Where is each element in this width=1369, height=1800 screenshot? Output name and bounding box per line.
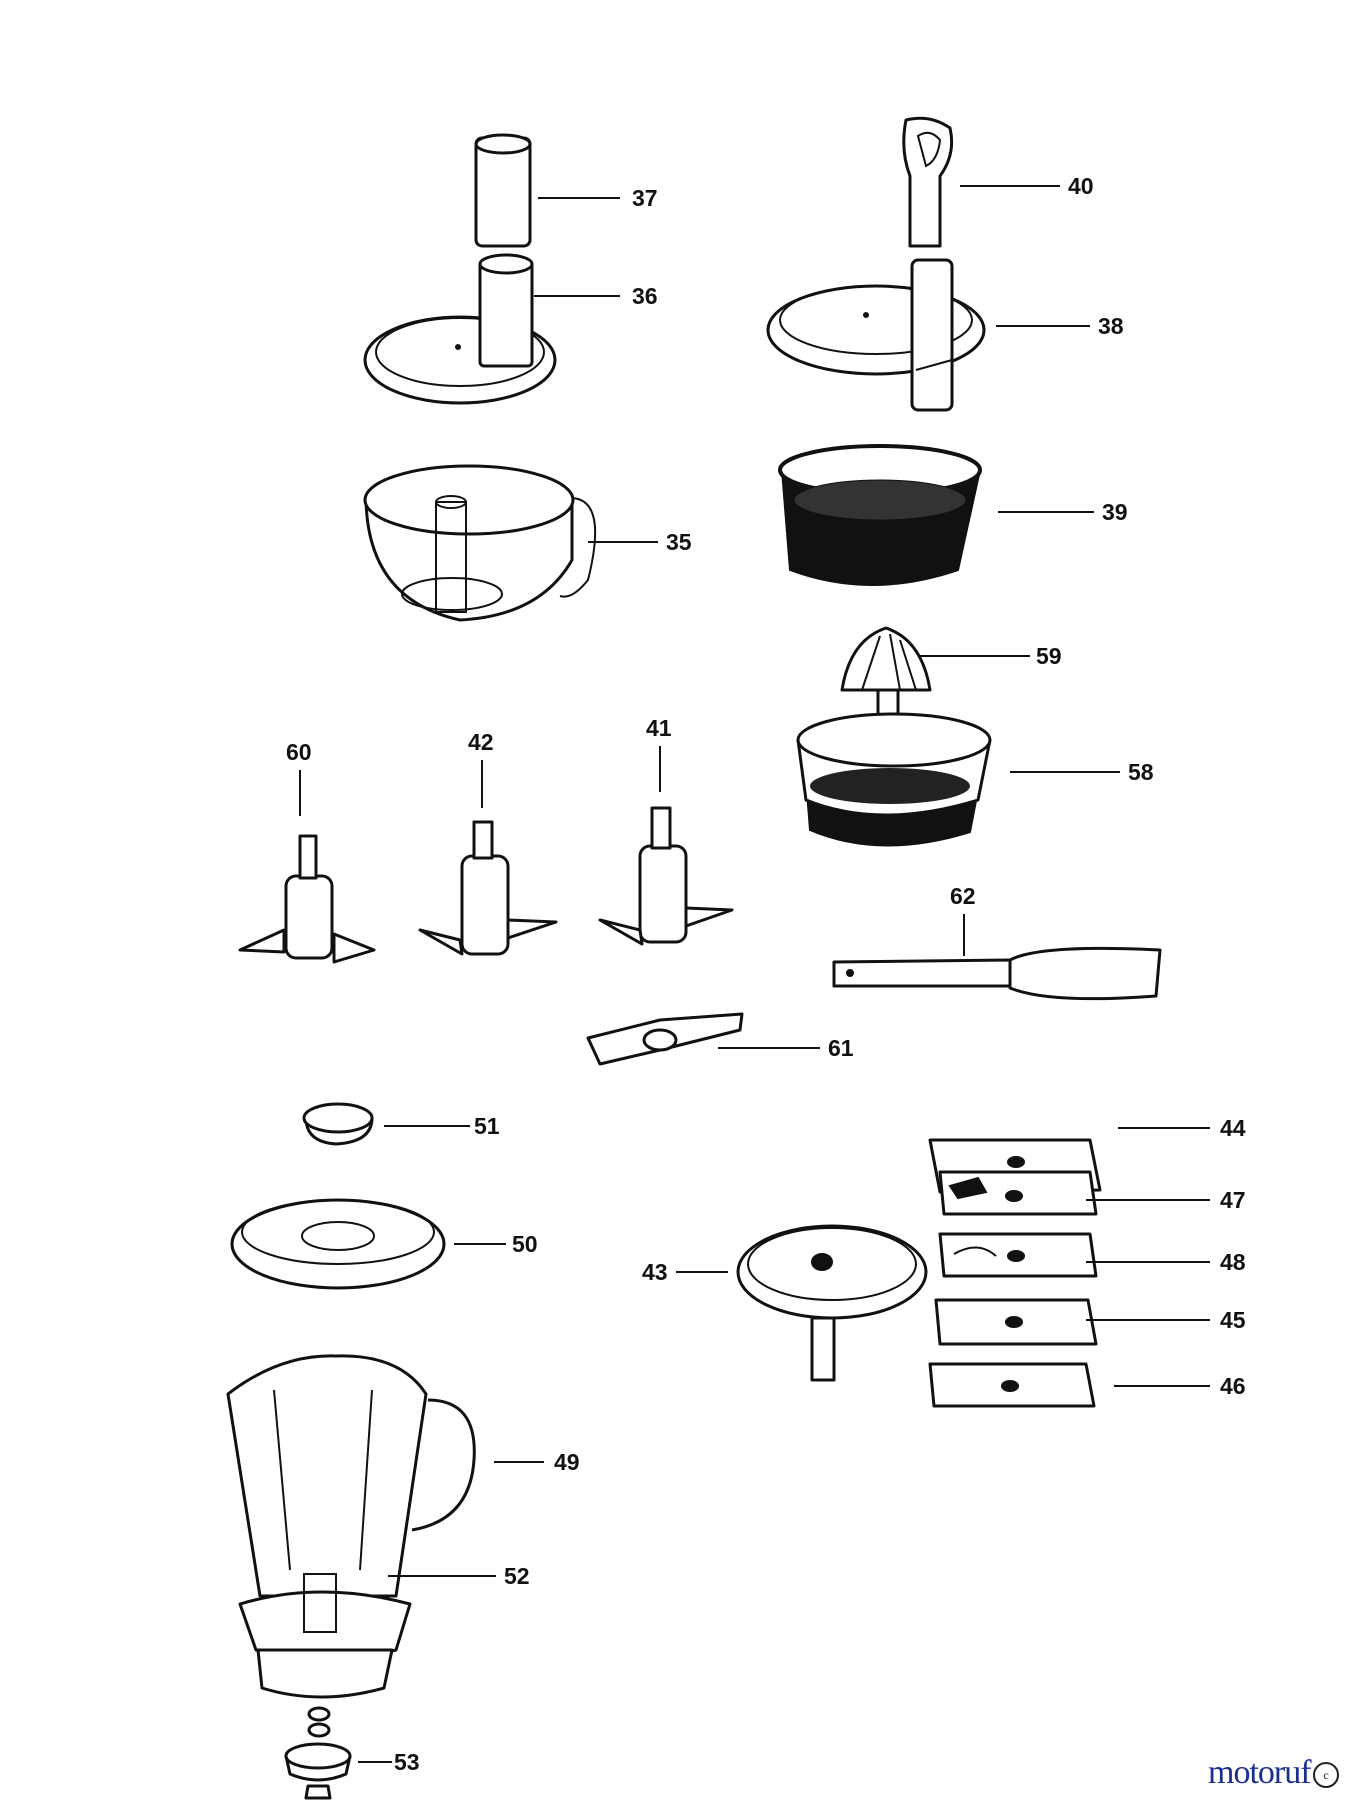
label-46: 46 [1220, 1373, 1246, 1399]
part-37-pusher [474, 133, 532, 248]
part-62-spatula [832, 946, 1162, 1001]
label-60: 60 [286, 739, 312, 765]
label-61: 61 [828, 1035, 854, 1061]
part-47-disc [938, 1170, 1098, 1216]
part-40-juicer-pusher [902, 116, 954, 248]
part-39-sieve-basket [778, 444, 982, 586]
part-36-bowl-lid [363, 253, 557, 405]
part-60-dough-tool [238, 834, 376, 964]
logo-mark-icon: c [1312, 1762, 1339, 1789]
label-58: 58 [1128, 759, 1154, 785]
label-53: 53 [394, 1749, 420, 1775]
part-49-blender-jar [226, 1354, 476, 1598]
label-44: 44 [1220, 1115, 1246, 1141]
label-39: 39 [1102, 499, 1128, 525]
part-61-emulsifying-disc [586, 1012, 744, 1066]
part-42-blade [418, 820, 558, 956]
part-35-bowl [363, 464, 597, 622]
part-58-citrus-bowl [796, 712, 992, 847]
part-38-juicer-lid [766, 258, 986, 412]
logo-text: motoruf [1208, 1754, 1312, 1791]
label-41: 41 [646, 715, 672, 741]
label-49: 49 [554, 1449, 580, 1475]
part-41-blade [598, 806, 734, 946]
part-labels: 37 36 40 38 39 35 59 58 60 42 41 62 61 5… [286, 173, 1246, 1775]
leader-lines [299, 185, 1210, 1763]
part-45-disc [934, 1298, 1098, 1346]
part-51-filler-cap [302, 1102, 374, 1146]
label-51: 51 [474, 1113, 500, 1139]
part-48-disc [938, 1232, 1098, 1278]
label-47: 47 [1220, 1187, 1246, 1213]
label-48: 48 [1220, 1249, 1246, 1275]
label-40: 40 [1068, 173, 1094, 199]
label-59: 59 [1036, 643, 1062, 669]
part-50-blender-lid [230, 1198, 446, 1290]
label-37: 37 [632, 185, 658, 211]
label-36: 36 [632, 283, 658, 309]
label-62: 62 [950, 883, 976, 909]
label-43: 43 [642, 1259, 668, 1285]
part-43-disc-holder [736, 1224, 928, 1382]
label-42: 42 [468, 729, 494, 755]
part-52-blade-unit [238, 1573, 412, 1699]
label-50: 50 [512, 1231, 538, 1257]
label-52: 52 [504, 1563, 530, 1589]
label-38: 38 [1098, 313, 1124, 339]
part-46-disc [928, 1362, 1096, 1408]
part-53-coupling [284, 1706, 352, 1800]
label-35: 35 [666, 529, 692, 555]
label-45: 45 [1220, 1307, 1246, 1333]
